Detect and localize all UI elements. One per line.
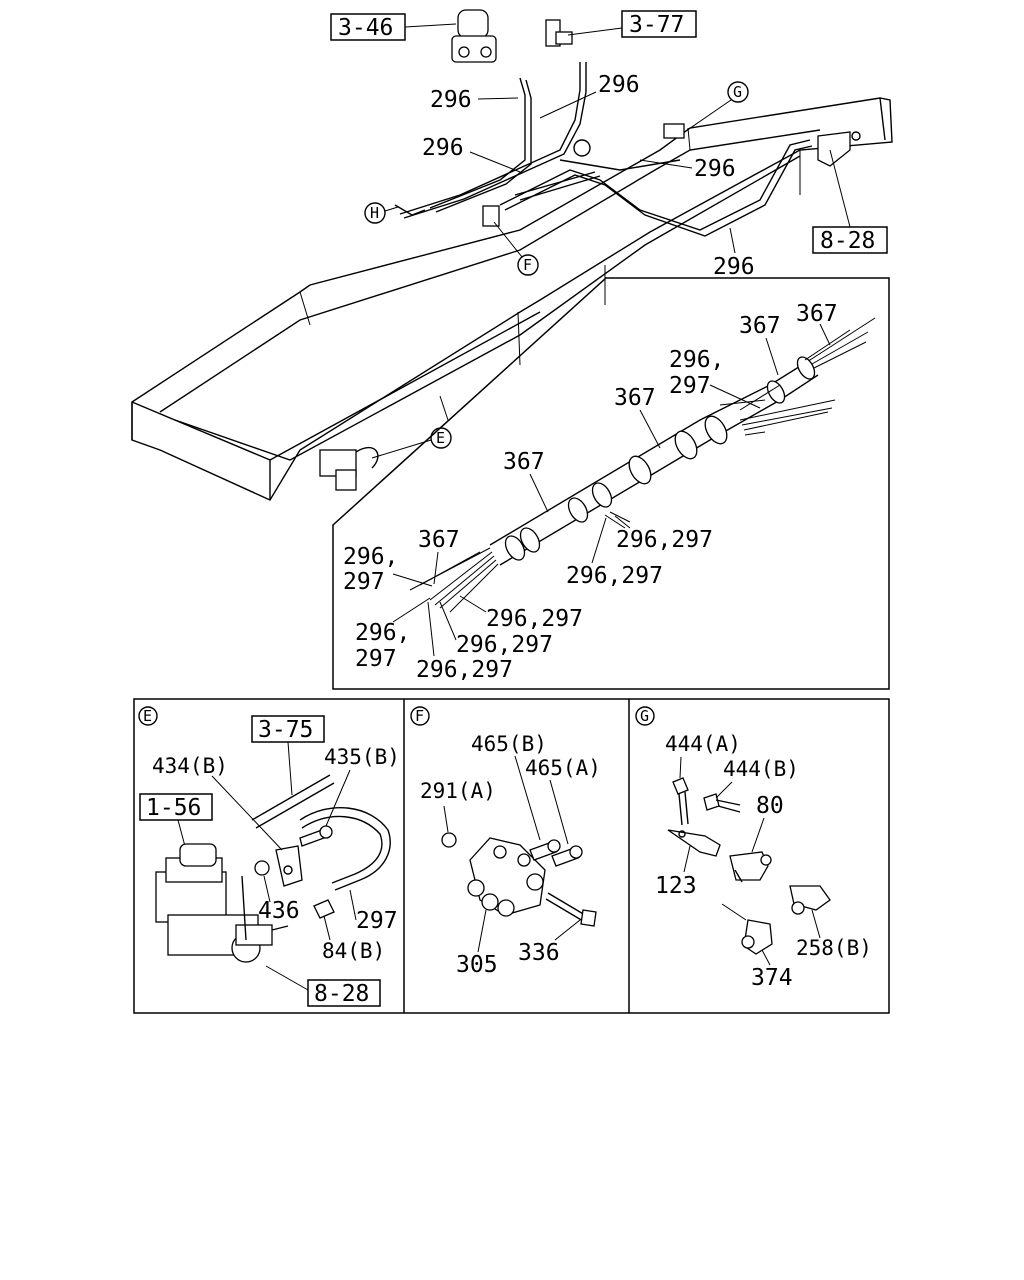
label-296-e: 296 bbox=[713, 254, 755, 280]
marker-h: H bbox=[364, 202, 399, 224]
detail-panels-frame bbox=[133, 698, 890, 1014]
marker-g-top: G bbox=[685, 81, 749, 132]
marker-h-label: H bbox=[370, 204, 379, 222]
label-336: 336 bbox=[518, 940, 560, 966]
ref-8-28-e: 8-28 bbox=[265, 965, 381, 1007]
marker-f-top: F bbox=[493, 221, 539, 276]
panel-e-marker: E bbox=[143, 707, 152, 725]
harness-296-b: 296, bbox=[343, 544, 398, 570]
harness-297-b: 297 bbox=[343, 569, 385, 595]
harness-296-a: 296, bbox=[669, 347, 724, 373]
ref-3-77-label: 3-77 bbox=[629, 12, 684, 38]
label-444a: 444(A) bbox=[665, 732, 741, 756]
label-296-b: 296 bbox=[430, 87, 472, 113]
panel-f-marker: F bbox=[415, 707, 424, 725]
label-296-a: 296 bbox=[598, 72, 640, 98]
ref-1-56: 1-56 bbox=[139, 793, 213, 851]
label-291a: 291(A) bbox=[420, 779, 496, 803]
label-80: 80 bbox=[756, 793, 784, 819]
harness-367-e: 367 bbox=[418, 527, 460, 553]
label-296-c: 296 bbox=[422, 135, 464, 161]
ref-3-46: 3-46 bbox=[330, 13, 457, 41]
harness-296-297-b: 296,297 bbox=[566, 563, 663, 589]
detail-panel-e: E 3-75 1-56 8-28 bbox=[138, 706, 400, 1007]
harness-367-b: 367 bbox=[739, 313, 781, 339]
panel-g-marker: G bbox=[640, 707, 649, 725]
label-258b: 258(B) bbox=[796, 936, 872, 960]
label-305: 305 bbox=[456, 952, 498, 978]
ref-1-56-label: 1-56 bbox=[146, 795, 201, 821]
ref-3-46-label: 3-46 bbox=[338, 15, 393, 41]
detail-panel-g: G 444(A) 444(B) 80 123 258(B) 374 bbox=[635, 706, 872, 991]
valve-block-f bbox=[467, 837, 546, 917]
label-84b: 84(B) bbox=[322, 939, 385, 963]
harness-296-c: 296, bbox=[355, 620, 410, 646]
ref-3-77: 3-77 bbox=[567, 10, 697, 38]
ref-3-75: 3-75 bbox=[251, 715, 325, 796]
label-297: 297 bbox=[356, 908, 398, 934]
harness-367-a: 367 bbox=[796, 301, 838, 327]
harness-296-297-a: 296,297 bbox=[616, 527, 713, 553]
label-296-d: 296 bbox=[694, 156, 736, 182]
label-435b: 435(B) bbox=[324, 745, 400, 769]
harness-296-297-c: 296,297 bbox=[486, 606, 583, 632]
harness-367-c: 367 bbox=[614, 385, 656, 411]
harness-297-a: 297 bbox=[669, 373, 711, 399]
detail-panel-f: F 465(B) 465(A) 291(A) 305 336 bbox=[410, 706, 601, 978]
harness-296-297-e: 296,297 bbox=[416, 657, 513, 683]
ref-8-28-e-label: 8-28 bbox=[314, 981, 369, 1007]
valve-assembly-e bbox=[155, 843, 289, 963]
label-374: 374 bbox=[751, 965, 793, 991]
marker-f-label: F bbox=[523, 256, 532, 274]
air-dryer-part bbox=[451, 9, 497, 63]
label-465b: 465(B) bbox=[471, 732, 547, 756]
marker-e-label: E bbox=[436, 429, 445, 447]
harness-296-297-d: 296,297 bbox=[456, 632, 553, 658]
ref-8-28-top: 8-28 bbox=[812, 149, 888, 254]
harness-sleeve bbox=[409, 317, 876, 613]
label-123: 123 bbox=[655, 873, 697, 899]
valve-part bbox=[545, 19, 573, 47]
label-434b: 434(B) bbox=[152, 754, 228, 778]
marker-g-label: G bbox=[733, 83, 742, 101]
harness-detail-panel: 367 367 296, 297 367 367 367 296, 297 29… bbox=[332, 277, 890, 690]
ref-8-28-top-label: 8-28 bbox=[820, 228, 875, 254]
ref-3-75-label: 3-75 bbox=[258, 717, 313, 743]
harness-367-d: 367 bbox=[503, 449, 545, 475]
label-444b: 444(B) bbox=[723, 757, 799, 781]
chassis-frame bbox=[131, 9, 893, 501]
harness-297-c: 297 bbox=[355, 646, 397, 672]
label-436: 436 bbox=[258, 898, 300, 924]
relay-valve-part bbox=[319, 446, 379, 491]
label-465a: 465(A) bbox=[525, 756, 601, 780]
